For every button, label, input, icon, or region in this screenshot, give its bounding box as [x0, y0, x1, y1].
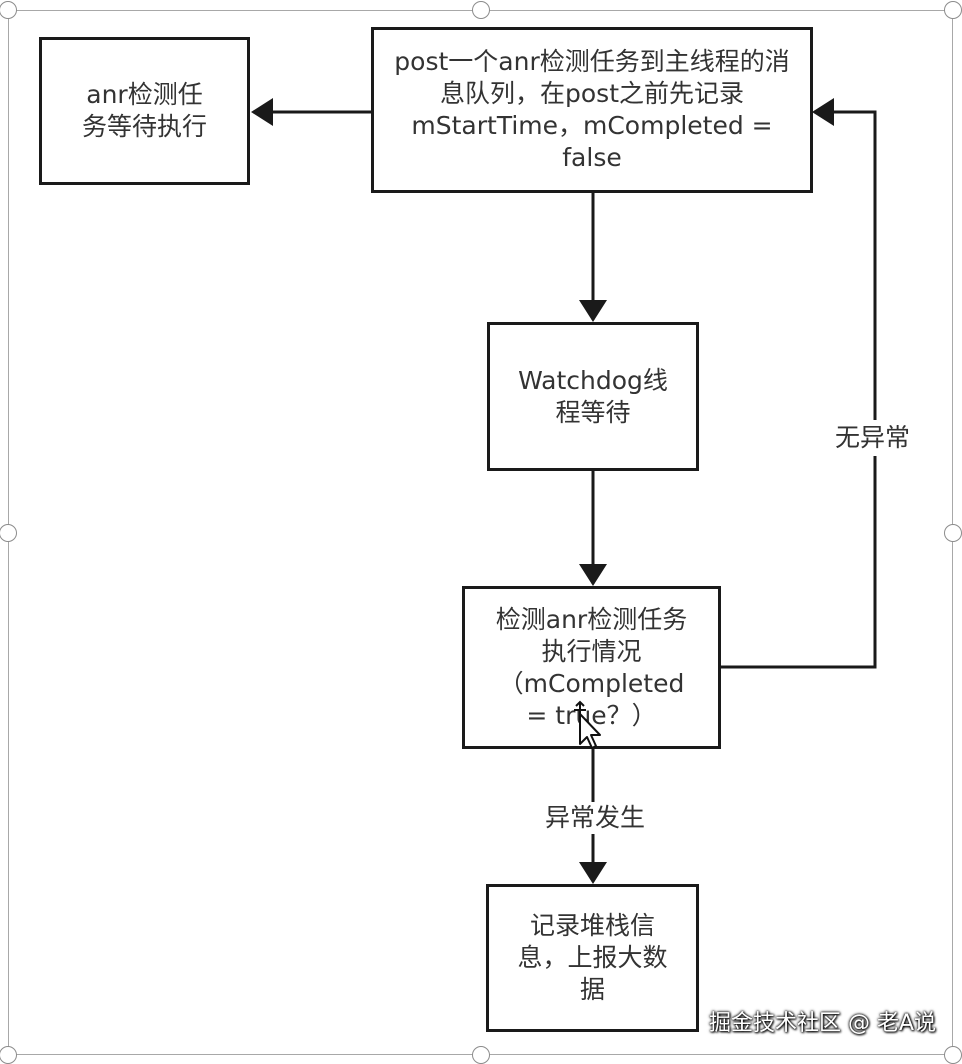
move-cursor-icon — [574, 700, 601, 749]
node-anr-task-wait-label: anr检测任务等待执行 — [81, 80, 207, 141]
node-check-status-label: 检测anr检测任务执行情况（mCompleted = true？） — [495, 604, 688, 730]
node-anr-task-wait[interactable]: anr检测任务等待执行 — [39, 37, 250, 185]
watermark-text: 掘金技术社区 @ 老A说 — [708, 1011, 936, 1036]
edge-label-no-exception: 无异常 — [835, 420, 911, 456]
node-record-stack-label: 记录堆栈信息，上报大数据 — [517, 911, 668, 1004]
node-watchdog-wait[interactable]: Watchdog线程等待 — [487, 322, 699, 471]
node-check-status[interactable]: 检测anr检测任务执行情况（mCompleted = true？） — [462, 586, 721, 749]
node-record-stack[interactable]: 记录堆栈信息，上报大数据 — [486, 884, 699, 1032]
resize-handle-top-center[interactable] — [472, 1, 490, 19]
node-post-task[interactable]: post一个anr检测任务到主线程的消息队列，在post之前先记录mStartT… — [371, 27, 813, 193]
resize-handle-top-left[interactable] — [0, 1, 17, 19]
resize-handle-middle-left[interactable] — [0, 524, 17, 542]
edge-label-exception-occurred: 异常发生 — [541, 802, 650, 834]
node-watchdog-wait-label: Watchdog线程等待 — [518, 365, 668, 427]
node-post-task-label: post一个anr检测任务到主线程的消息队列，在post之前先记录mStartT… — [394, 47, 790, 172]
edge-check-to-post-loop — [719, 98, 877, 669]
